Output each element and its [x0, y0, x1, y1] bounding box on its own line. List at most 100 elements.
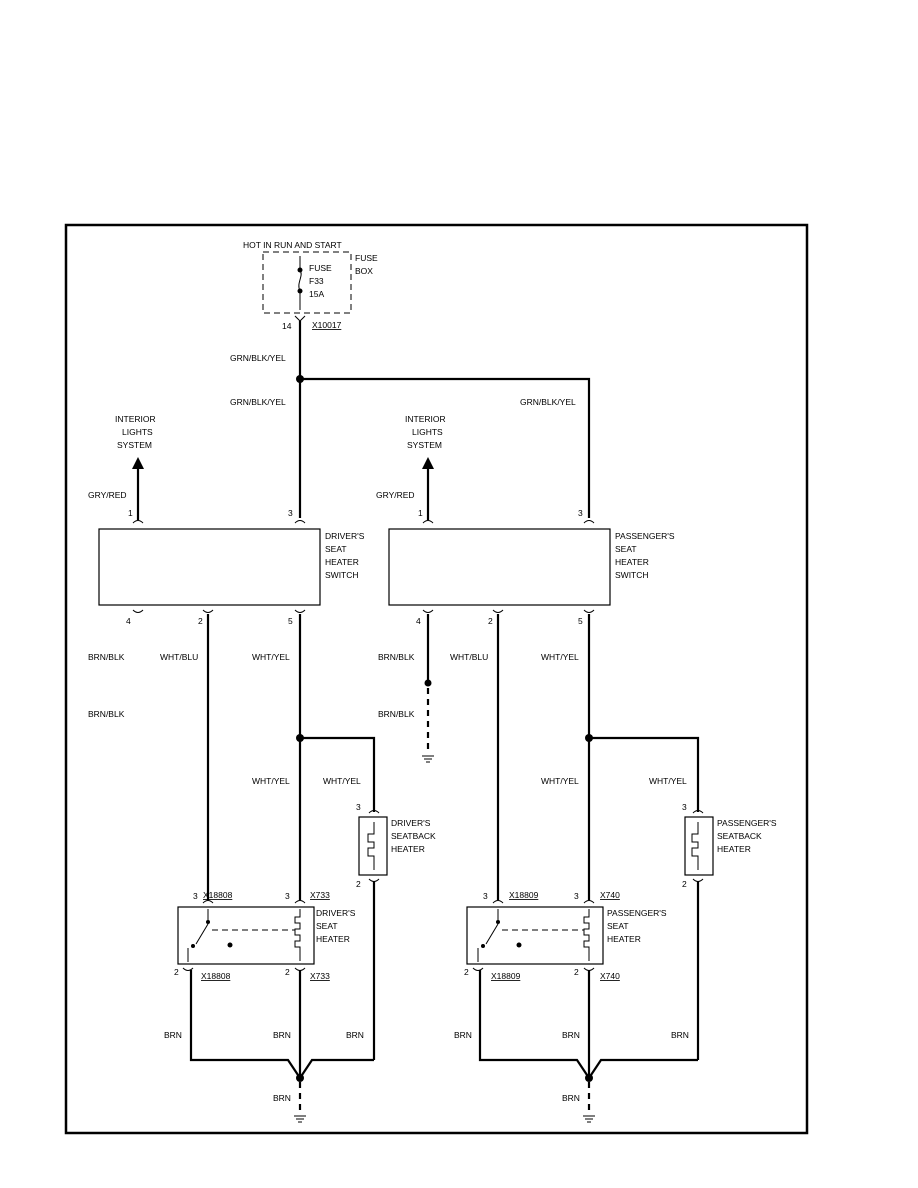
seatback-label: PASSENGER'S [717, 818, 777, 828]
connector-id: X18808 [203, 890, 233, 900]
driver-seat-heater-switch [98, 528, 321, 606]
pin-label: 3 [682, 802, 687, 812]
wire-label-gry-red: GRY/RED [88, 490, 127, 500]
pin-label: 2 [682, 879, 687, 889]
pin-label: 5 [578, 616, 583, 626]
switch-label: SWITCH [615, 570, 649, 580]
seat-heater-label: HEATER [316, 934, 350, 944]
seatback-label: HEATER [391, 844, 425, 854]
wire-label-wht-yel: WHT/YEL [541, 776, 579, 786]
wire-label-brn-blk: BRN/BLK [88, 652, 125, 662]
pin-label: 3 [578, 508, 583, 518]
ground-icon [583, 1115, 595, 1123]
passenger-circuit: INTERIOR LIGHTS SYSTEM GRY/RED 1 3 PASSE… [376, 414, 777, 1123]
pin-label: 2 [574, 967, 579, 977]
wire-label-brn-blk: BRN/BLK [88, 709, 125, 719]
fuse-box-label-1: FUSE [355, 253, 378, 263]
splice-dot [585, 1074, 593, 1082]
wire-label-brn: BRN [273, 1030, 291, 1040]
pin-label: 2 [285, 967, 290, 977]
wire-label-brn: BRN [671, 1030, 689, 1040]
wire-label-brn: BRN [164, 1030, 182, 1040]
wire-label-brn-blk: BRN/BLK [378, 709, 415, 719]
connector-id: X740 [600, 971, 620, 981]
thermostat-switch-icon [195, 923, 209, 945]
passenger-seat-heater-switch [388, 528, 611, 606]
pin-label: 3 [288, 508, 293, 518]
seat-heater-label: PASSENGER'S [607, 908, 667, 918]
heater-element-icon [691, 822, 699, 870]
pin-label: 3 [574, 891, 579, 901]
switch-label: SWITCH [325, 570, 359, 580]
interior-lights-label: SYSTEM [117, 440, 152, 450]
pin-label: 3 [285, 891, 290, 901]
fuse-connector-id: X10017 [312, 320, 342, 330]
thermostat-switch-icon [485, 923, 499, 945]
fuse-label-1: FUSE [309, 263, 332, 273]
fuse-icon [298, 269, 302, 292]
pin-label: 2 [488, 616, 493, 626]
wire-label-wht-yel: WHT/YEL [541, 652, 579, 662]
pin-label: 2 [464, 967, 469, 977]
passenger-seat-heater [466, 906, 604, 965]
interior-lights-label: SYSTEM [407, 440, 442, 450]
hot-in-run-label: HOT IN RUN AND START [243, 240, 342, 250]
pin-label: 5 [288, 616, 293, 626]
connector-id: X733 [310, 890, 330, 900]
wire-label-wht-blu: WHT/BLU [450, 652, 488, 662]
seatback-label: SEATBACK [391, 831, 436, 841]
wire-label-grn-blk-yel: GRN/BLK/YEL [520, 397, 576, 407]
heater-element-icon [294, 909, 301, 961]
switch-label: DRIVER'S [325, 531, 365, 541]
wire-label-grn-blk-yel: GRN/BLK/YEL [230, 397, 286, 407]
interior-lights-label: INTERIOR [115, 414, 156, 424]
seat-heater-label: SEAT [607, 921, 629, 931]
diagram-frame [64, 223, 809, 1135]
pin-label: 2 [198, 616, 203, 626]
interior-lights-label: LIGHTS [122, 427, 153, 437]
fuse-pin: 14 [282, 321, 292, 331]
driver-circuit: INTERIOR LIGHTS SYSTEM GRY/RED 1 3 DRIVE… [88, 414, 436, 1123]
fuse-label-2: F33 [309, 276, 324, 286]
pin-label: 2 [174, 967, 179, 977]
driver-seatback-heater [358, 816, 388, 876]
passenger-seatback-heater [684, 816, 714, 876]
seatback-label: DRIVER'S [391, 818, 431, 828]
connector-id: X18808 [201, 971, 231, 981]
switch-label: SEAT [325, 544, 347, 554]
pin-label: 3 [483, 891, 488, 901]
interior-lights-label: LIGHTS [412, 427, 443, 437]
pin-label: 1 [418, 508, 423, 518]
driver-seat-heater [177, 906, 315, 965]
splice-dot [296, 1074, 304, 1082]
wire-label-brn: BRN [562, 1030, 580, 1040]
pin-label: 2 [356, 879, 361, 889]
ground-icon [294, 1115, 306, 1123]
wire-label-wht-yel: WHT/YEL [252, 776, 290, 786]
connector-id: X740 [600, 890, 620, 900]
pin-label: 3 [193, 891, 198, 901]
connector-id: X733 [310, 971, 330, 981]
seatback-label: SEATBACK [717, 831, 762, 841]
fuse-label-3: 15A [309, 289, 324, 299]
seatback-label: HEATER [717, 844, 751, 854]
pin-label: 4 [126, 616, 131, 626]
wire-label-brn: BRN [346, 1030, 364, 1040]
wire-label-grn-blk-yel: GRN/BLK/YEL [230, 353, 286, 363]
connector-id: X18809 [491, 971, 521, 981]
fuse-box-label-2: BOX [355, 266, 373, 276]
wire-label-gry-red: GRY/RED [376, 490, 415, 500]
seat-heater-label: SEAT [316, 921, 338, 931]
wire-label-wht-yel: WHT/YEL [649, 776, 687, 786]
wire-label-wht-yel: WHT/YEL [323, 776, 361, 786]
pin-label: 3 [356, 802, 361, 812]
switch-label: SEAT [615, 544, 637, 554]
seat-heater-label: DRIVER'S [316, 908, 356, 918]
heater-element-icon [583, 909, 590, 961]
arrow-up-icon [132, 457, 144, 469]
arrow-up-icon [422, 457, 434, 469]
switch-label: PASSENGER'S [615, 531, 675, 541]
wire-label-brn: BRN [454, 1030, 472, 1040]
wire-label-brn-blk: BRN/BLK [378, 652, 415, 662]
